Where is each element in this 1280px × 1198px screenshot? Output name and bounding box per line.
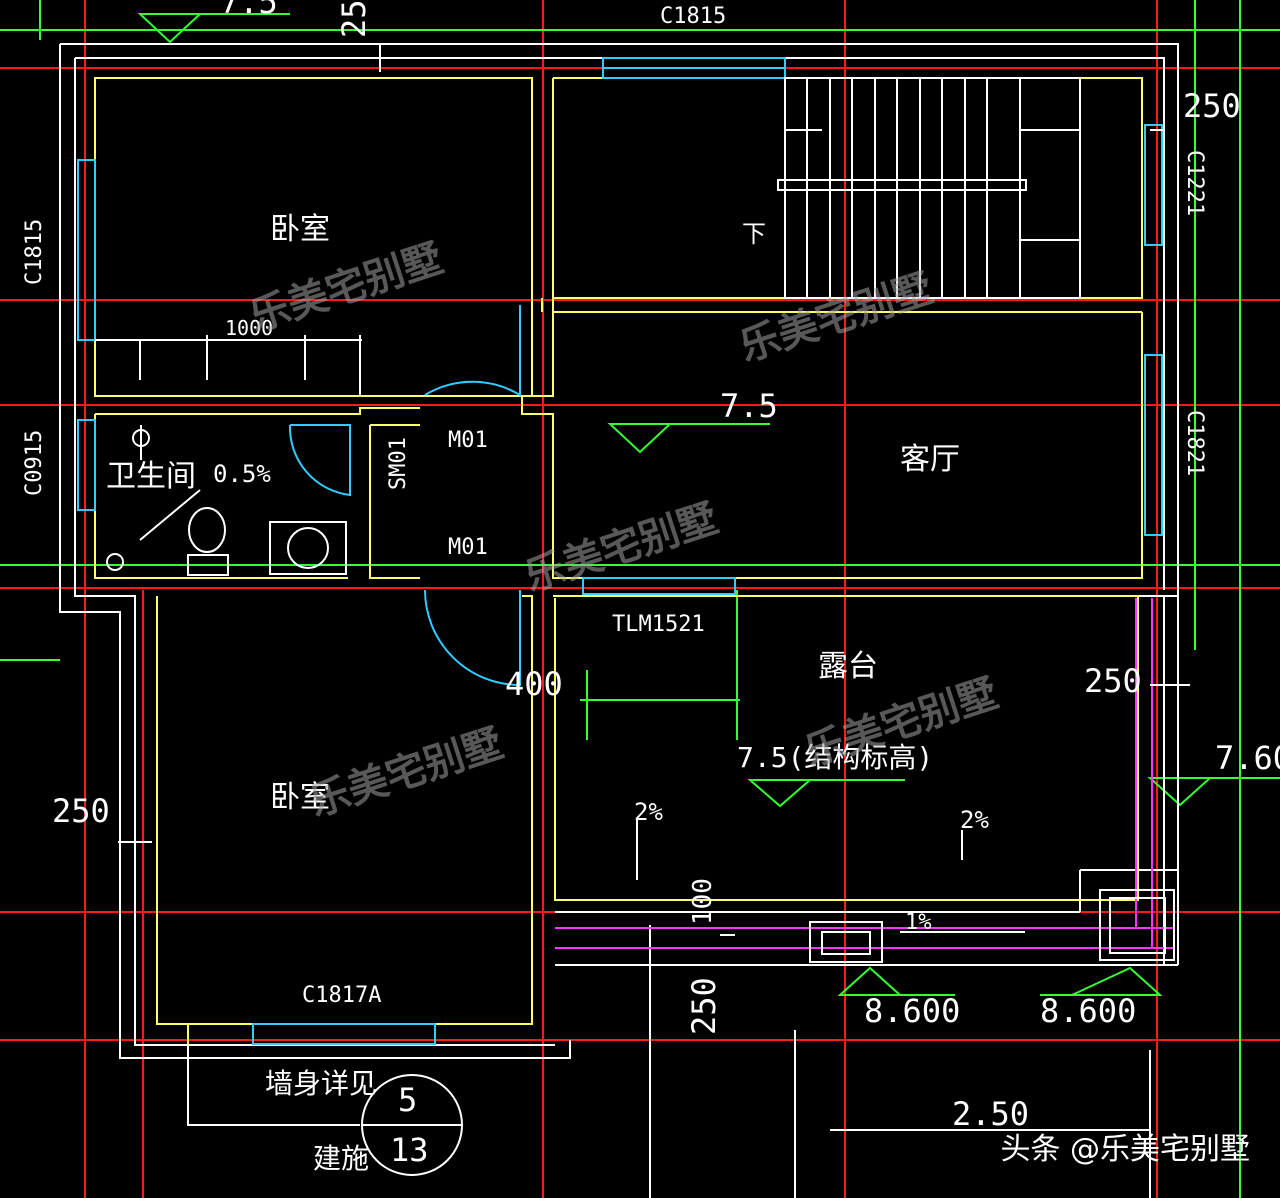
window-label-left-top: C1815 — [22, 218, 47, 285]
room-label-bedroom-bottom: 卧室 — [270, 780, 330, 815]
level-terrace: 7.5(结构标高) — [737, 741, 934, 774]
door-label-sm01: SM01 — [386, 437, 411, 490]
windows-cyan — [77, 57, 1163, 1045]
slope-bath: 0.5% — [213, 460, 271, 488]
dim-100: 100 — [688, 878, 718, 925]
slope-terrace-a: 2% — [634, 798, 663, 826]
dim-1000: 1000 — [225, 316, 274, 340]
room-label-bathroom: 卫生间 — [106, 459, 196, 494]
level-top-left: 7.5 — [220, 0, 278, 21]
dim-left-250: 250 — [52, 792, 110, 830]
level-markers — [137, 13, 1213, 996]
door-label-m01-a: M01 — [448, 428, 488, 453]
dim-right-250-mid: 250 — [1084, 662, 1142, 700]
dim-400: 400 — [505, 665, 563, 703]
dimension-lines — [95, 44, 1190, 1131]
note-ref-label: 建施 — [313, 1142, 370, 1175]
dim-250-bottom: 250 — [685, 977, 723, 1035]
level-right: 7.60 — [1215, 739, 1280, 777]
window-label-bottom-bedroom: C1817A — [302, 983, 382, 1008]
room-label-bedroom-top: 卧室 — [270, 212, 330, 247]
dim-bottom-250: 2.50 — [952, 1095, 1030, 1133]
window-label-top: C1815 — [660, 4, 727, 29]
level-living: 7.5 — [720, 387, 778, 425]
window-label-left-bath: C0915 — [22, 429, 47, 496]
level-gutter-a: 8.600 — [864, 992, 961, 1030]
inner-walls — [94, 77, 1143, 1045]
bathroom-fixtures — [106, 425, 347, 576]
room-label-terrace: 露台 — [818, 649, 878, 684]
dim-right-250-top: 250 — [1183, 87, 1241, 125]
reference-circle — [361, 1074, 463, 1176]
window-label-right-living: C1821 — [1182, 410, 1207, 477]
drain-boxes — [809, 889, 1175, 963]
stair — [777, 77, 1081, 299]
note-ref-sheet: 13 — [390, 1131, 429, 1169]
door-label-m01-b: M01 — [448, 535, 488, 560]
window-label-right-top: C1221 — [1182, 150, 1207, 217]
door-label-terrace: TLM1521 — [612, 612, 705, 637]
level-gutter-b: 8.600 — [1040, 992, 1137, 1030]
dim-top-25: 25 — [335, 0, 373, 38]
source-credit: 头条 @乐美宅别墅 — [1000, 1132, 1250, 1167]
stair-direction-label: 下 — [742, 220, 766, 248]
slope-terrace-b: 2% — [960, 806, 989, 834]
slope-gutter: 1% — [905, 910, 932, 935]
room-label-living: 客厅 — [900, 442, 960, 477]
note-wall-detail: 墙身详见 — [265, 1067, 378, 1100]
note-ref-number: 5 — [398, 1081, 418, 1119]
